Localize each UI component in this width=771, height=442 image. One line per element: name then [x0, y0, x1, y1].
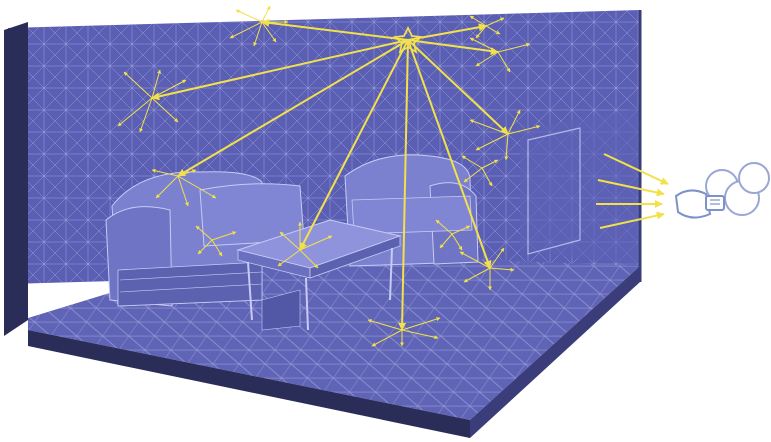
reflected-ray — [497, 42, 531, 53]
reflected-ray — [151, 79, 187, 99]
reflected-ray — [211, 239, 223, 257]
reflected-ray — [401, 329, 439, 340]
reflected-ray — [435, 219, 453, 235]
reflected-ray — [177, 175, 189, 207]
reflected-ray — [211, 231, 237, 241]
reflected-ray — [439, 233, 453, 249]
reflected-ray — [481, 159, 499, 169]
reflected-ray — [277, 249, 301, 267]
reflected-ray — [469, 119, 509, 135]
reflected-ray — [371, 329, 403, 347]
reflected-ray — [463, 267, 491, 283]
reflected-ray — [475, 51, 499, 67]
reflected-ray — [469, 15, 487, 27]
reflected-ray — [279, 231, 301, 251]
left-wall — [4, 22, 28, 336]
lightbulb-icon — [674, 162, 770, 219]
reflected-ray — [299, 235, 333, 251]
primary-ray — [261, 18, 409, 41]
reflected-ray — [253, 21, 263, 47]
primary-ray — [398, 39, 409, 331]
reflected-ray — [197, 239, 213, 255]
reflected-ray — [139, 97, 153, 133]
coffee-table — [236, 219, 402, 331]
reflected-ray — [451, 233, 463, 251]
window-frame — [527, 127, 581, 255]
reflected-ray — [155, 175, 179, 199]
reflected-ray — [177, 169, 197, 177]
primary-ray — [407, 39, 509, 135]
primary-ray — [407, 39, 492, 269]
reflected-ray — [497, 51, 511, 73]
armchair-left — [105, 171, 305, 307]
star-icon — [392, 25, 424, 54]
reflected-ray — [195, 225, 213, 241]
reflected-ray — [475, 133, 509, 151]
reflected-ray — [151, 69, 161, 99]
reflected-ray — [504, 133, 509, 161]
reflected-ray — [151, 97, 179, 123]
reflected-ray — [229, 21, 263, 39]
reflected-ray — [177, 175, 217, 199]
reflected-ray — [459, 251, 491, 269]
reflected-ray — [401, 317, 441, 331]
reflected-ray — [367, 319, 403, 331]
primary-ray — [299, 39, 409, 251]
reflected-ray — [117, 97, 153, 127]
reflected-ray — [489, 267, 515, 272]
reflected-ray — [123, 71, 153, 99]
window-ray — [599, 211, 665, 229]
window-ray — [597, 179, 665, 197]
window-ray — [603, 153, 669, 185]
light-rays — [117, 5, 669, 347]
reflected-ray — [475, 25, 487, 39]
reflected-ray — [507, 124, 541, 135]
primary-ray — [151, 39, 409, 101]
reflected-ray — [461, 155, 483, 169]
reflected-ray — [151, 168, 179, 177]
reflected-ray — [485, 17, 505, 27]
reflected-ray — [469, 37, 499, 53]
reflected-ray — [299, 249, 319, 269]
reflected-ray — [481, 167, 493, 187]
floor-edge-front — [28, 330, 470, 438]
floor-edge-right — [470, 266, 640, 438]
primary-ray — [407, 39, 499, 56]
reflected-ray — [485, 25, 501, 35]
reflected-ray — [451, 225, 471, 235]
reflected-ray — [507, 109, 521, 135]
primary-ray — [177, 39, 409, 177]
reflected-ray — [463, 167, 483, 183]
reflected-ray — [489, 247, 505, 269]
reflected-ray — [261, 5, 271, 23]
reflected-ray — [261, 21, 277, 43]
reflected-ray — [235, 9, 263, 23]
